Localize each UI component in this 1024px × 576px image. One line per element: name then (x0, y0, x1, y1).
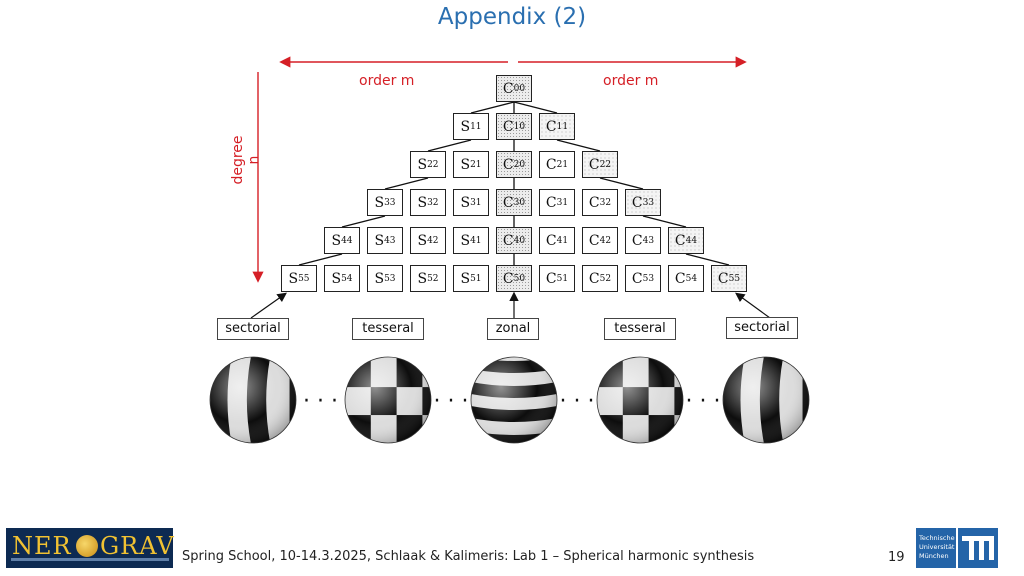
page-number: 19 (888, 550, 905, 565)
nergrav-logo: NER GRAV (6, 528, 174, 568)
sphere-sectorial-0 (210, 357, 296, 443)
pointer-sectorial-left (250, 292, 287, 319)
tree-connectors (298, 101, 730, 266)
footer-text: Spring School, 10-14.3.2025, Schlaak & K… (182, 549, 755, 564)
sphere-sectorial-4 (723, 357, 809, 443)
type-zonal: zonal (487, 318, 539, 340)
sphere-outline (722, 356, 810, 444)
ellipsis-3: · · · (686, 389, 721, 414)
sphere-outline (344, 356, 432, 444)
page-title: Appendix (2) (437, 4, 587, 30)
order-label-right: order m (603, 73, 659, 89)
pointer-sectorial-right (735, 292, 771, 319)
sphere-illustrations: · · · · · · · · · · · · (209, 356, 810, 444)
sphere-zonal-2 (471, 357, 557, 443)
sphere-outline (470, 356, 558, 444)
order-label-left: order m (359, 73, 415, 89)
footer: NER GRAV Spring School, 10-14.3.2025, Sc… (0, 520, 1024, 576)
globe-icon (76, 535, 98, 557)
ellipsis-2: · · · (560, 389, 595, 414)
sphere-outline (596, 356, 684, 444)
ellipsis-0: · · · (303, 389, 338, 414)
tum-logo: Technische Universität München (916, 528, 1016, 568)
ellipsis-1: · · · (434, 389, 469, 414)
type-sectorial-right: sectorial (726, 317, 798, 339)
type-tesseral-right: tesseral (604, 318, 676, 340)
type-sectorial-left: sectorial (217, 318, 289, 340)
sphere-outline (209, 356, 297, 444)
type-tesseral-left: tesseral (352, 318, 424, 340)
tum-mark-icon (958, 528, 998, 568)
